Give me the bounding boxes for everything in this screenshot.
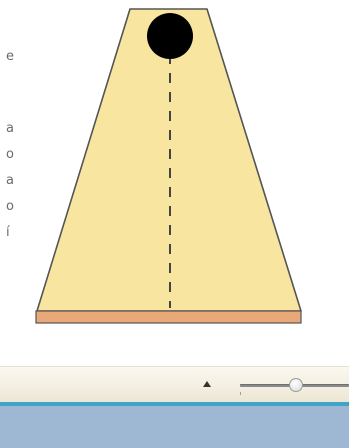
zoom-slider[interactable]	[238, 375, 349, 395]
triangle-up-icon[interactable]	[203, 381, 211, 387]
status-bar	[0, 366, 349, 404]
slider-thumb[interactable]	[289, 378, 303, 392]
slider-tick	[240, 392, 241, 395]
base-plate	[36, 311, 301, 323]
bottom-panel	[0, 406, 349, 448]
pendulum-bob	[147, 13, 193, 59]
pendulum-illustration	[0, 0, 349, 340]
